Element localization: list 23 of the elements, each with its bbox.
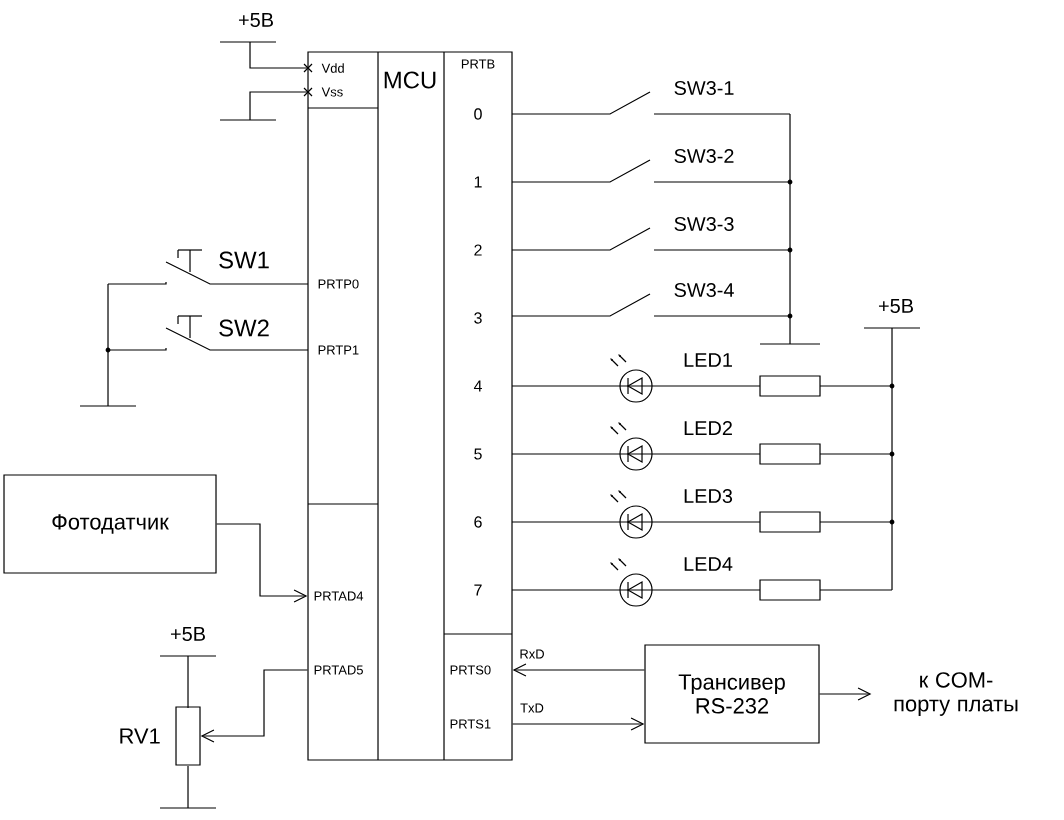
component-label: SW1 [219,251,269,269]
component-label: LED2 [684,421,732,435]
component-label: SW3-1 [674,80,734,96]
component-label: SW3-3 [674,216,734,232]
component-label: SW3-2 [674,148,734,164]
component-label: LED3 [684,488,733,504]
potentiometer-symbol [175,706,201,766]
component-label: SW3-4 [674,282,734,298]
connection-wire [819,687,872,701]
component-label: LED4 [684,557,733,571]
component-label: RV1 [120,728,160,744]
connection-wire [200,669,308,743]
connection-wire [512,717,645,731]
component-label: SW2 [219,319,269,337]
port-label: к COM-порту платы [894,672,1018,716]
connection-wire [512,663,645,677]
sensor-box: Фотодатчик [3,474,217,574]
connection-wire [216,523,308,603]
component-label: +5В [238,13,273,27]
component-label: +5В [170,627,205,641]
component-label: LED1 [684,353,732,367]
transceiver-box: Трансивер RS-232 [644,644,820,744]
component-label: +5В [879,299,913,313]
